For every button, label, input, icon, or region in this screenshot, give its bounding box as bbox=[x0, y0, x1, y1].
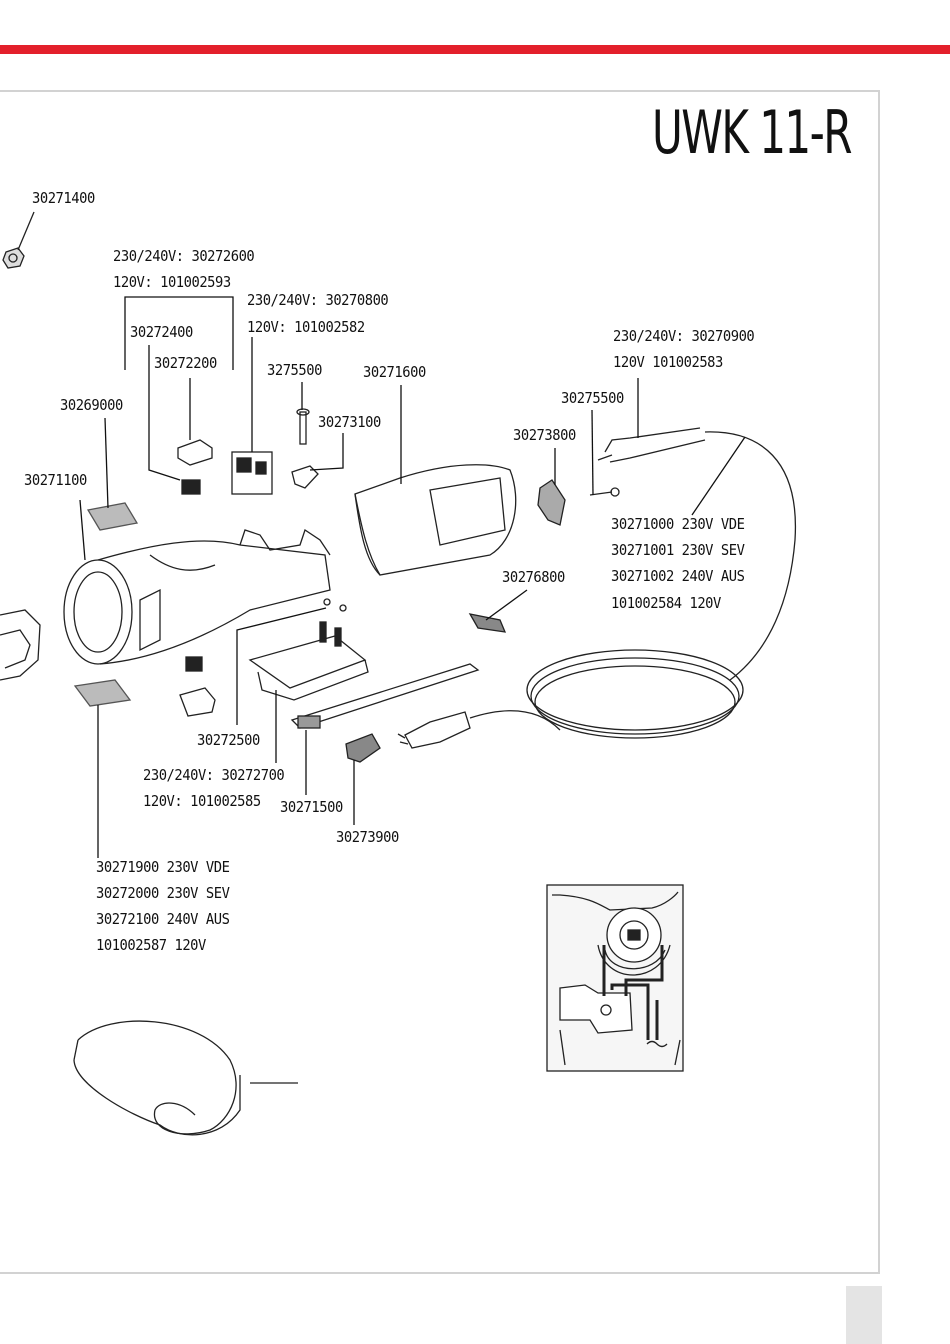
part-label: 101002584 120V bbox=[611, 594, 721, 612]
part-label: 30271500 bbox=[280, 798, 343, 816]
part-label: 30271400 bbox=[32, 189, 95, 207]
part-label: 30271001 230V SEV bbox=[611, 541, 745, 559]
part-label: 101002587 120V bbox=[96, 936, 206, 954]
header-accent-bar bbox=[0, 45, 950, 54]
cable-part-icon bbox=[469, 427, 797, 739]
part-label: 30273100 bbox=[318, 413, 381, 431]
screw-part-icon bbox=[296, 408, 620, 612]
part-label: 30269000 bbox=[60, 396, 123, 414]
insulation-plate-icon bbox=[73, 502, 139, 707]
switch-part-icon bbox=[231, 451, 273, 495]
part-label: 30275500 bbox=[561, 389, 624, 407]
part-label: 30271600 bbox=[363, 363, 426, 381]
part-label: 120V: 101002593 bbox=[113, 273, 231, 291]
wiring-diagram-icon bbox=[546, 884, 684, 1072]
leader-lines bbox=[79, 296, 746, 858]
nut-part-icon bbox=[2, 247, 25, 269]
slider-part-icon bbox=[290, 663, 480, 729]
part-label: 30271900 230V VDE bbox=[96, 858, 230, 876]
part-label: 230/240V: 30270900 bbox=[613, 327, 755, 345]
brush-part-icon bbox=[177, 439, 216, 717]
part-label: 30273800 bbox=[513, 426, 576, 444]
model-title: UWK 11-R bbox=[652, 98, 853, 168]
part-label: 120V: 101002582 bbox=[247, 318, 365, 336]
part-label: 30271100 bbox=[24, 471, 87, 489]
page-number-box bbox=[846, 1286, 882, 1344]
part-label: 30272200 bbox=[154, 354, 217, 372]
part-label: 30272500 bbox=[197, 731, 260, 749]
switch-frame-part-icon bbox=[248, 621, 369, 701]
part-label: 30271002 240V AUS bbox=[611, 567, 745, 585]
part-label: 120V 101002583 bbox=[613, 353, 723, 371]
part-label: 30271000 230V VDE bbox=[611, 515, 745, 533]
gear-housing-part-icon bbox=[0, 609, 41, 681]
motor-housing-part-icon bbox=[63, 528, 331, 665]
part-label: 30276800 bbox=[502, 568, 565, 586]
handle-cover-part-icon bbox=[354, 464, 517, 576]
part-label: 30272000 230V SEV bbox=[96, 884, 230, 902]
guard-part-icon bbox=[73, 1020, 298, 1136]
part-label: 230/240V: 30272700 bbox=[143, 766, 285, 784]
diagram-frame bbox=[0, 90, 880, 1274]
part-label: 230/240V: 30270800 bbox=[247, 291, 389, 309]
part-label: 30272400 bbox=[130, 323, 193, 341]
part-label: 120V: 101002585 bbox=[143, 792, 261, 810]
part-label: 230/240V: 30272600 bbox=[113, 247, 255, 265]
part-label: 30273900 bbox=[336, 828, 399, 846]
plug-part-icon bbox=[397, 711, 471, 749]
part-label: 30272100 240V AUS bbox=[96, 910, 230, 928]
part-label: 3275500 bbox=[267, 361, 322, 379]
